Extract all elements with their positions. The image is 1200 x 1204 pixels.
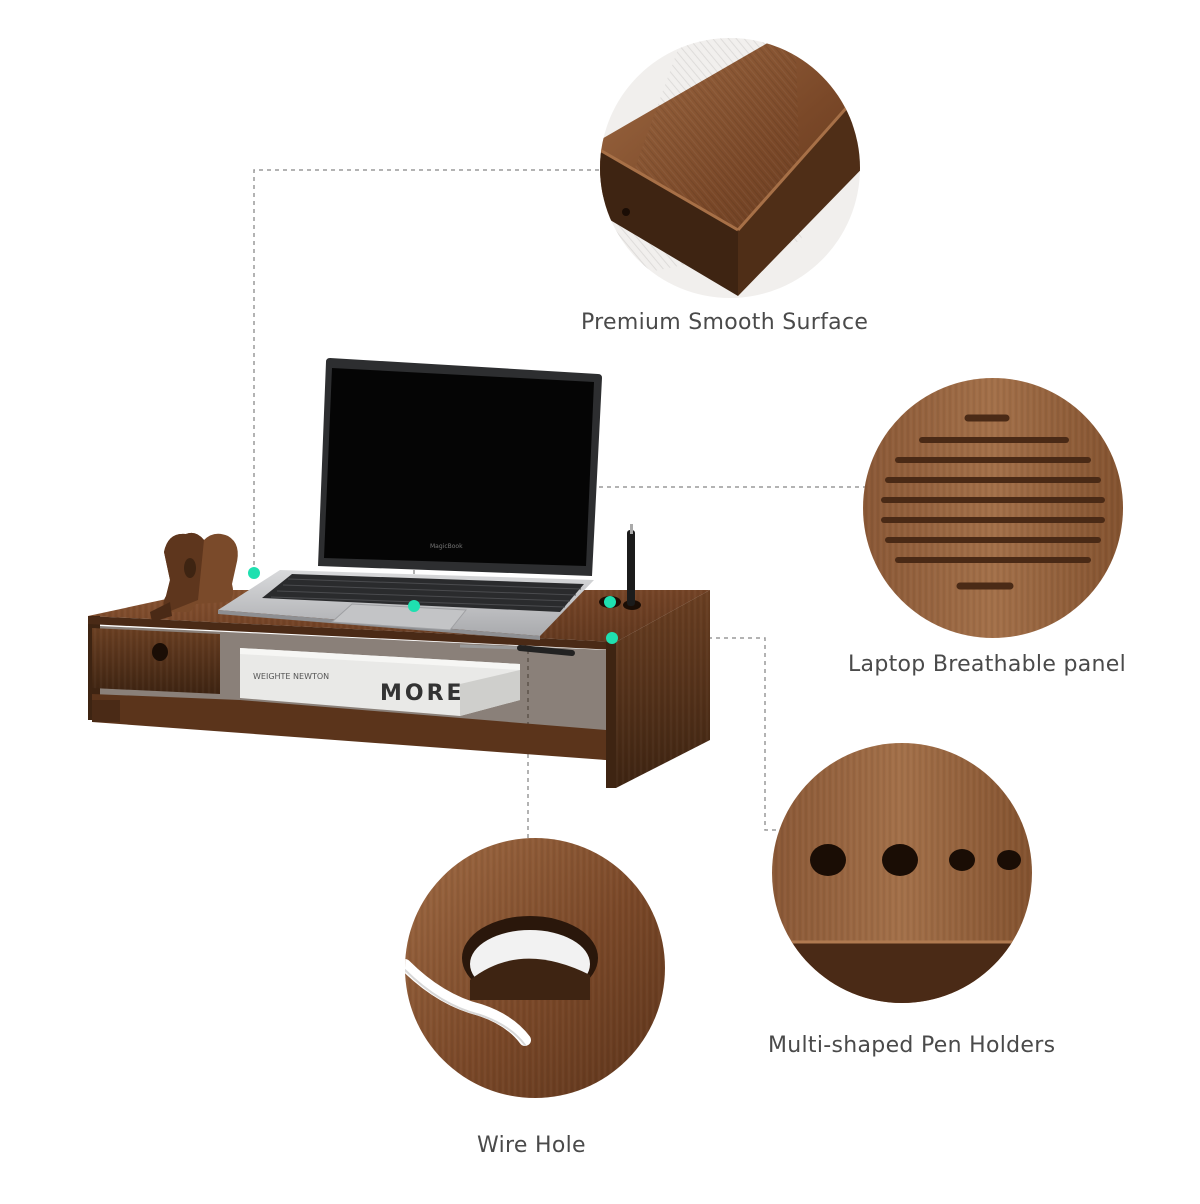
book-author: WEIGHTE NEWTON <box>253 672 329 681</box>
guide-line-panel <box>413 486 865 606</box>
laptop-brand: MagicBook <box>430 543 463 550</box>
detail-circle-pen-holders <box>772 743 1032 1003</box>
marker-surface <box>248 567 260 579</box>
phone-holder <box>150 532 238 622</box>
book: MORE WEIGHTE NEWTON <box>240 648 520 716</box>
marker-pen <box>606 632 618 644</box>
marker-panel <box>408 600 420 612</box>
feature-label-panel: Laptop Breathable panel <box>848 652 1127 677</box>
pen <box>627 530 635 606</box>
detail-circle-wire-hole <box>405 838 665 1098</box>
feature-label-surface: Premium Smooth Surface <box>581 310 869 335</box>
feature-markers <box>248 567 618 644</box>
feature-label-wire-hole: Wire Hole <box>477 1133 586 1158</box>
feature-label-pen-holders: Multi-shaped Pen Holders <box>768 1033 1056 1058</box>
marker-wire <box>604 596 616 608</box>
guide-line-surface <box>253 169 600 573</box>
detail-circle-surface <box>600 38 860 298</box>
drawer-knob-hole <box>152 643 168 661</box>
detail-circle-panel <box>863 378 1123 638</box>
screwdriver <box>459 644 575 656</box>
laptop: MagicBook <box>218 358 602 640</box>
book-title: MORE <box>380 681 465 706</box>
